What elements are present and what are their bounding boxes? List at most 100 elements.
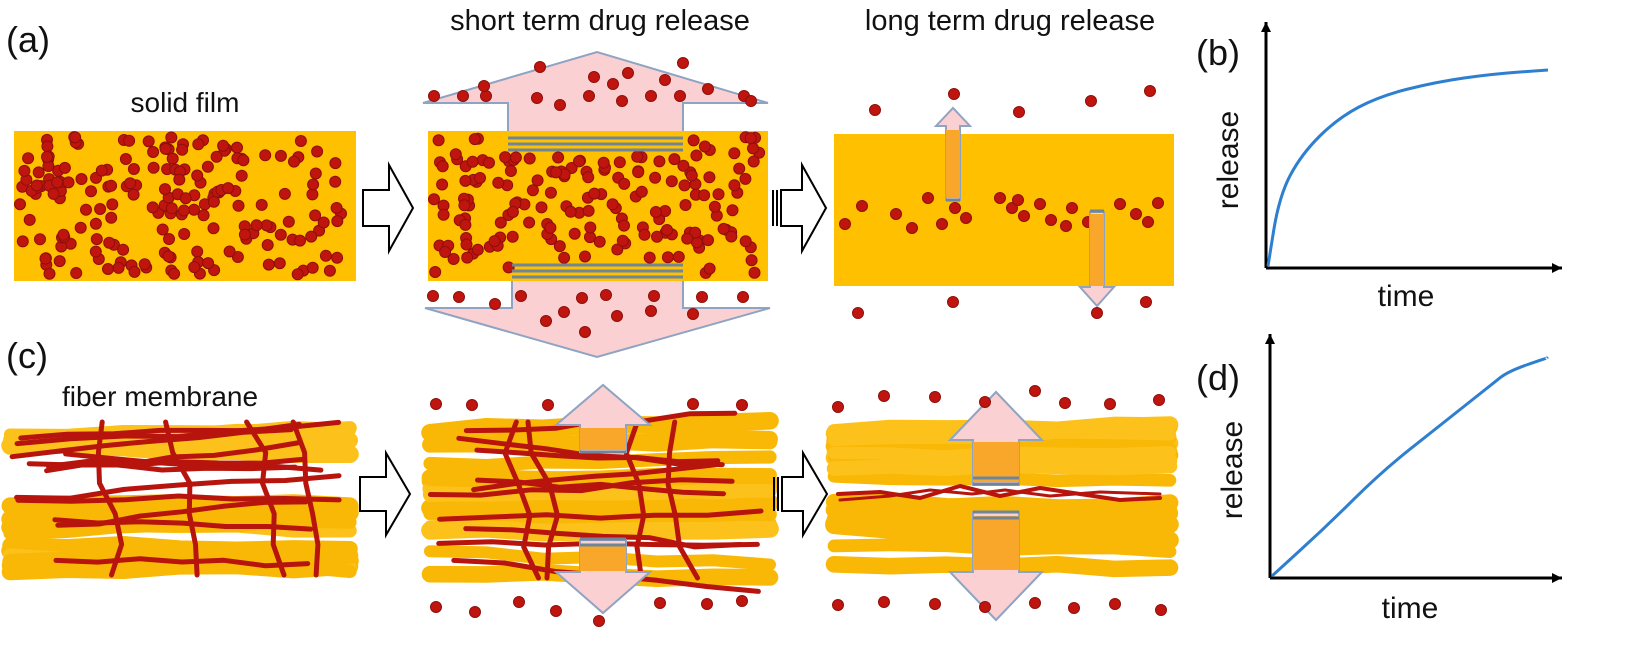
transition-arrow-c1 <box>359 449 412 539</box>
drug-particle <box>95 164 108 177</box>
caption-fiber-membrane: fiber membrane <box>62 381 258 412</box>
drug-particle <box>728 179 741 192</box>
released-drug-particle <box>616 95 628 107</box>
drug-particle <box>53 255 66 268</box>
drug-particle <box>949 202 961 214</box>
drug-particle <box>18 164 31 177</box>
drug-particle <box>166 152 179 165</box>
drug-particle <box>733 162 746 175</box>
drug-loaded-fiber <box>26 461 298 473</box>
released-drug-particle <box>677 57 689 69</box>
drug-particle <box>526 184 539 197</box>
drug-particle <box>466 155 479 168</box>
drug-particle <box>661 224 673 236</box>
fiber-membrane-short-term <box>421 410 779 594</box>
drug-loaded-fiber <box>665 419 700 581</box>
drug-particle <box>39 252 52 265</box>
drug-particle <box>173 173 186 186</box>
drug-particle <box>331 215 344 228</box>
drug-particle <box>618 219 630 232</box>
drug-particle <box>51 176 64 189</box>
caption-long-term: long term drug release <box>865 5 1155 37</box>
drug-loaded-fiber <box>475 477 726 497</box>
released-drug-particle <box>1104 398 1116 410</box>
drug-particle <box>494 216 507 229</box>
drug-particle <box>197 209 210 222</box>
fiber-membrane <box>1 419 359 581</box>
drug-particle <box>274 149 287 162</box>
drug-particle <box>506 206 519 218</box>
drug-particle <box>217 139 230 152</box>
drug-particle <box>474 172 486 184</box>
drug-particle <box>839 218 851 230</box>
drug-particle <box>552 151 565 164</box>
drug-particle <box>725 230 738 243</box>
drug-particle <box>85 185 97 198</box>
drug-particle <box>278 187 291 200</box>
drug-particle <box>147 146 160 158</box>
drug-particle <box>201 160 214 173</box>
released-drug-particle <box>579 326 591 338</box>
drug-particle <box>176 143 189 156</box>
released-drug-particle <box>659 74 671 86</box>
released-drug-particle <box>550 605 562 617</box>
released-drug-particle <box>558 306 570 318</box>
drug-particle <box>288 155 300 168</box>
drug-particle <box>651 230 663 243</box>
drug-particle <box>307 178 320 191</box>
drug-particle <box>649 171 662 184</box>
drug-particle <box>523 152 536 165</box>
released-drug-particle <box>588 71 600 83</box>
drug-particle <box>32 166 45 179</box>
drug-particle <box>504 165 517 177</box>
drug-particle <box>690 149 703 162</box>
released-drug-particle <box>1068 602 1080 614</box>
pore-channel-down <box>1090 214 1104 286</box>
drug-particle <box>564 205 577 218</box>
caption-solid-film: solid film <box>131 87 240 118</box>
drug-particle <box>665 175 678 188</box>
drug-particle <box>329 157 342 170</box>
drug-particle <box>611 243 624 256</box>
yellow-fiber <box>825 493 1179 522</box>
drug-particle <box>231 251 244 263</box>
drug-particle <box>191 245 204 258</box>
drug-particle <box>890 208 902 220</box>
released-drug-particle <box>469 606 481 618</box>
drug-particle <box>165 202 178 215</box>
released-drug-particle <box>1059 397 1071 409</box>
drug-particle <box>103 236 116 249</box>
released-drug-particle <box>696 291 708 303</box>
released-drug-particle <box>687 398 699 410</box>
drug-particle <box>1152 197 1164 209</box>
drug-particle <box>685 169 698 182</box>
drug-particle <box>89 217 102 230</box>
released-drug-particle <box>832 401 844 413</box>
released-drug-particle <box>869 104 881 116</box>
drug-particle <box>432 134 445 147</box>
drug-particle <box>635 185 648 198</box>
released-drug-particle <box>979 601 991 613</box>
drug-particle <box>584 221 597 234</box>
released-drug-particle <box>1155 604 1167 616</box>
drug-particle <box>306 188 319 201</box>
drug-loaded-fiber <box>14 473 342 501</box>
fiber-long-term-arrows <box>947 390 1045 622</box>
drug-particle <box>159 183 171 196</box>
drug-particle <box>329 175 342 188</box>
drug-particle <box>468 133 481 146</box>
drug-particle <box>459 218 472 231</box>
released-drug-particle <box>427 290 439 302</box>
drug-particle <box>739 235 752 248</box>
yellow-fiber <box>2 431 358 455</box>
released-drug-particle <box>832 599 844 611</box>
drug-particle <box>259 149 272 162</box>
chart-b-xlabel: time <box>1378 280 1435 313</box>
drug-particle <box>1130 208 1142 220</box>
drug-particle <box>728 147 741 160</box>
drug-particle <box>41 140 54 153</box>
drug-particle <box>1034 198 1046 210</box>
drug-particle <box>606 198 619 211</box>
drug-particle <box>237 154 250 167</box>
